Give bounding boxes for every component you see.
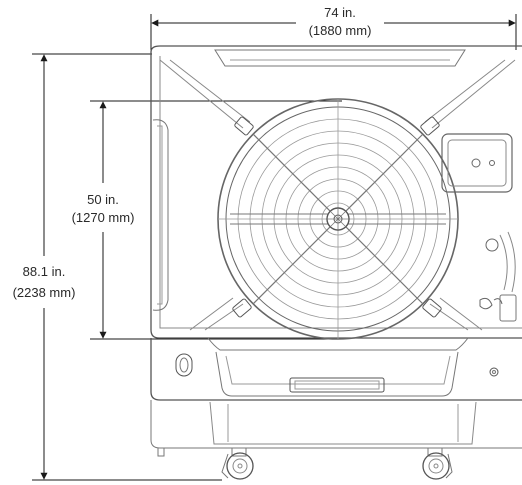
- top-vent: [214, 49, 466, 67]
- width-metric-label: (1880 mm): [309, 23, 372, 38]
- base-outline: [150, 400, 522, 449]
- mount-tab-bottom-right: [422, 298, 442, 318]
- left-drain-inner: [179, 357, 189, 373]
- housing-outline: [150, 45, 522, 339]
- caster-wheel-right-icon: [422, 447, 453, 480]
- brace-bottom-left: [189, 297, 244, 331]
- base-ribs: [227, 404, 459, 442]
- width-imperial-label: 74 in.: [324, 5, 356, 20]
- cord-holder: [499, 294, 517, 322]
- brace-top-right: [424, 59, 516, 129]
- fan-grille-icon: [217, 98, 459, 340]
- left-side-panel: [152, 119, 169, 311]
- left-side-panel-inner: [157, 125, 163, 305]
- housing-inner-line: [159, 56, 522, 329]
- cooler-body: [150, 45, 522, 339]
- power-cord: [499, 231, 516, 293]
- brace-bottom-right: [429, 297, 483, 331]
- tank-front-inner: [225, 355, 451, 385]
- mount-tab-top-left: [234, 116, 254, 136]
- tank-outline: [150, 338, 522, 401]
- side-port: [485, 238, 499, 252]
- fan-metric-label: (1270 mm): [72, 210, 135, 225]
- cord-plug: [479, 297, 503, 310]
- tank-front-panel: [215, 351, 459, 397]
- label-plate: [289, 377, 385, 393]
- mount-tab-top-right: [420, 116, 440, 136]
- base-front: [209, 401, 477, 445]
- mount-tab-bottom-left: [232, 298, 252, 318]
- brace-top-left: [159, 59, 251, 129]
- height-dimension: 88.1 in. (2238 mm): [13, 53, 222, 481]
- base-foot-left: [157, 448, 165, 457]
- fan-diameter-dimension: 50 in. (1270 mm): [72, 100, 342, 340]
- height-imperial-label: 88.1 in.: [23, 264, 66, 279]
- left-drain-port: [175, 353, 193, 377]
- right-drain-plug-center: [492, 370, 496, 374]
- fan-imperial-label: 50 in.: [87, 192, 119, 207]
- lower-body: [150, 337, 522, 449]
- control-box-icon: [441, 133, 517, 322]
- caster-wheel-icon: [221, 447, 254, 480]
- height-metric-label: (2238 mm): [13, 285, 76, 300]
- label-plate-inner: [294, 380, 380, 390]
- tank-rim: [207, 337, 469, 351]
- right-drain-plug: [489, 367, 499, 377]
- width-dimension: 74 in. (1880 mm): [150, 5, 517, 50]
